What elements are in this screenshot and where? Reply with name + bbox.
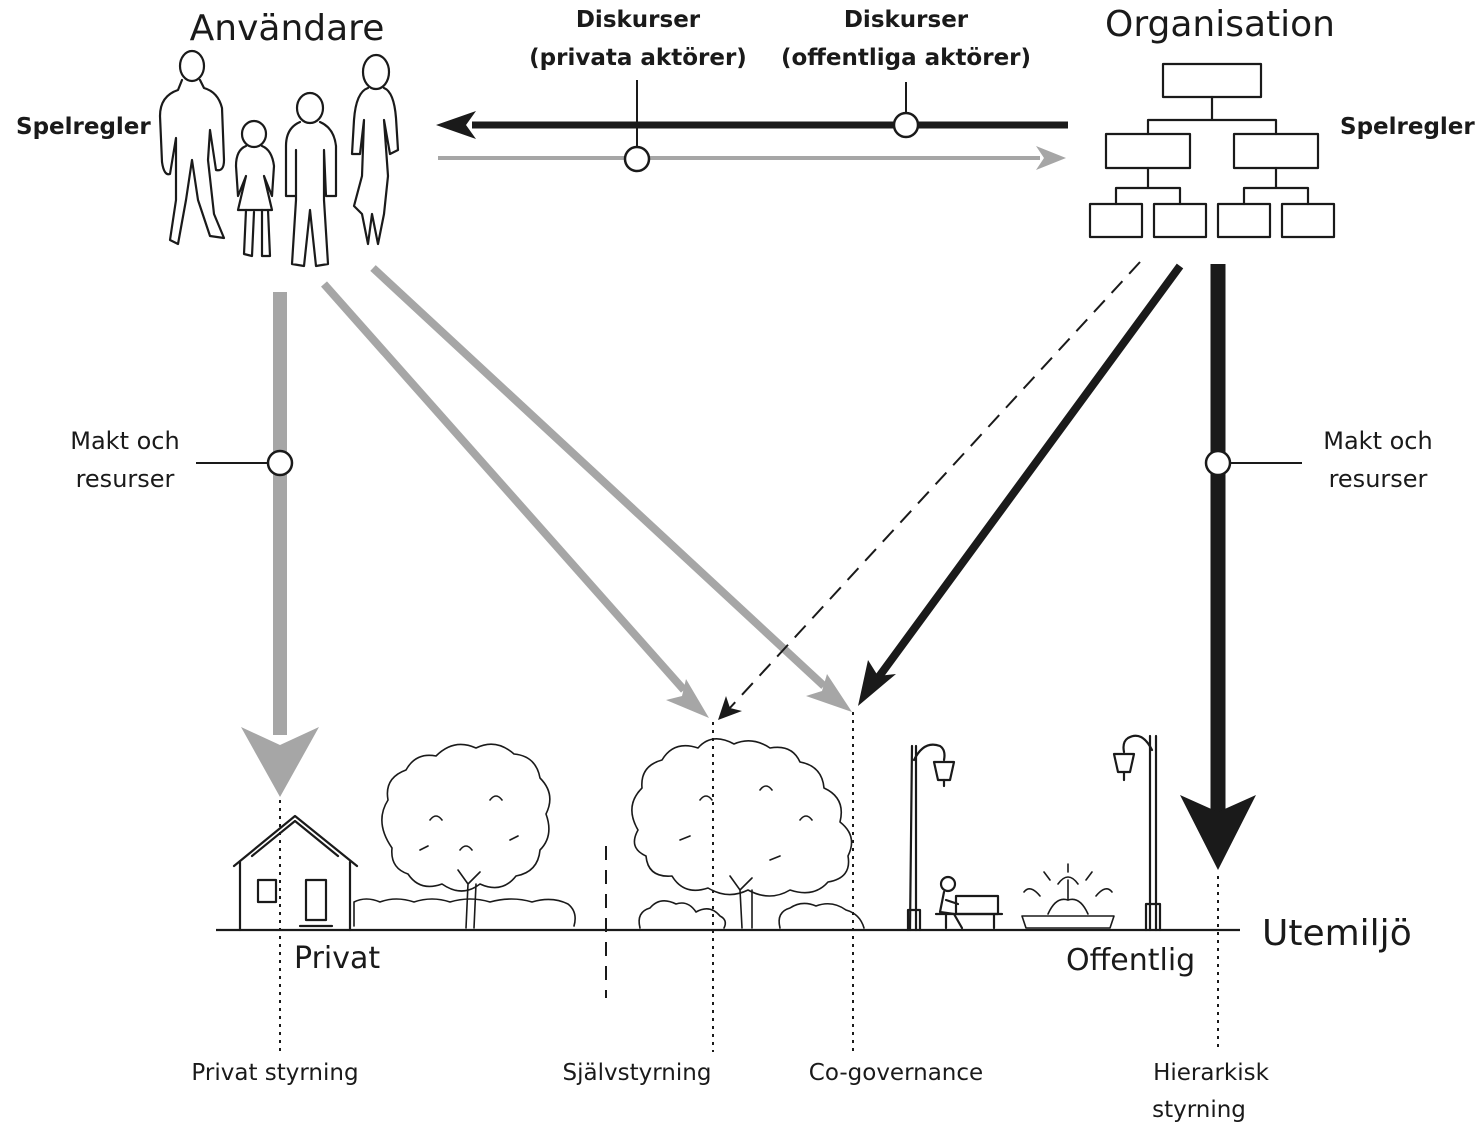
svg-text:Makt och: Makt och: [70, 427, 179, 455]
bench-icon: [934, 875, 1004, 930]
discourse-arrow-private: [438, 146, 1066, 170]
tree-icon-left: [381, 743, 551, 929]
users-people-icon: [158, 49, 400, 268]
outdoor-environment-sketch: Utemiljö Privat Offentlig: [216, 734, 1412, 998]
power-label-left: Makt och resurser: [70, 427, 179, 493]
label-public: Offentlig: [1066, 943, 1195, 978]
arrow-private-governance: [241, 292, 319, 797]
svg-text:resurser: resurser: [1329, 465, 1428, 493]
discourse-public-marker: [892, 82, 920, 139]
arrow-self-governance: [321, 281, 709, 718]
svg-text:(privata aktörer): (privata aktörer): [529, 45, 747, 71]
power-marker-right: [1204, 449, 1302, 477]
arrow-co-governance-users: [370, 265, 852, 712]
organisation-chart-icon: [1088, 62, 1336, 239]
users-title: Användare: [190, 8, 385, 49]
discourse-arrow-public: [436, 111, 1068, 139]
svg-text:(offentliga aktörer): (offentliga aktörer): [781, 45, 1031, 71]
svg-text:Diskurser: Diskurser: [844, 7, 969, 33]
arrow-hierarchical-governance: [1180, 264, 1256, 870]
svg-text:Hierarkisk: Hierarkisk: [1153, 1060, 1270, 1086]
rules-label-left: Spelregler: [16, 114, 151, 140]
label-private-governance: Privat styrning: [191, 1060, 358, 1086]
label-hierarchical-governance: Hierarkisk styrning: [1152, 1060, 1270, 1123]
discourse-public-label: Diskurser (offentliga aktörer): [781, 7, 1031, 71]
power-marker-left: [196, 449, 294, 477]
label-self-governance: Självstyrning: [563, 1060, 712, 1086]
svg-text:resurser: resurser: [76, 465, 175, 493]
street-lamp-icon-right: [1112, 734, 1162, 932]
rules-label-right: Spelregler: [1340, 114, 1475, 140]
svg-text:Makt och: Makt och: [1323, 427, 1432, 455]
environment-title: Utemiljö: [1262, 913, 1412, 954]
discourse-private-label: Diskurser (privata aktörer): [529, 7, 747, 71]
arrow-self-governance-organisation: [718, 261, 1141, 720]
house-icon: [232, 814, 359, 932]
label-co-governance: Co-governance: [809, 1060, 983, 1086]
tree-icon-center: [631, 738, 865, 929]
discourse-private-marker: [623, 80, 651, 173]
fountain-icon: [1021, 863, 1115, 929]
arrow-co-governance-organisation: [858, 263, 1184, 706]
svg-text:styrning: styrning: [1152, 1097, 1246, 1123]
svg-text:Diskurser: Diskurser: [576, 7, 701, 33]
organisation-title: Organisation: [1105, 4, 1335, 45]
power-label-right: Makt och resurser: [1323, 427, 1432, 493]
street-lamp-icon-left: [906, 743, 956, 932]
hedge-icon: [353, 898, 576, 927]
label-private: Privat: [294, 941, 380, 976]
